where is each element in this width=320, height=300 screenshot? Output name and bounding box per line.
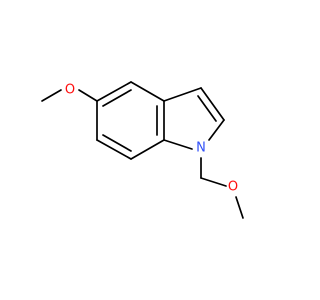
bond-c3-c2-inner (197, 95, 217, 122)
bond-c7-c6-inner (102, 134, 132, 152)
bond-c3-c2 (200, 87, 225, 121)
bond-o1-c5 (78, 89, 98, 102)
bond-c3a-c3 (163, 87, 202, 102)
bond-c7a-c7 (130, 139, 165, 160)
bond-o2-ch3 (235, 196, 244, 219)
molecule-diagram: O N O (41, 81, 244, 219)
atom-o2-label: O (228, 180, 238, 195)
bond-c2-n1 (208, 119, 225, 141)
bond-c4-c4-inner (102, 89, 132, 107)
atom-o1-label: O (65, 83, 75, 98)
molecule-structure: O N O (41, 81, 244, 219)
bond-c4-c3a (130, 81, 165, 102)
bond-c5-c4 (96, 81, 132, 102)
bond-n1-c7a (163, 139, 193, 150)
atom-n1-label: N (196, 141, 206, 156)
bond-ch3-o1 (41, 89, 62, 102)
bond-c7-c6 (96, 139, 132, 160)
bond-ch2-o2 (200, 177, 227, 187)
